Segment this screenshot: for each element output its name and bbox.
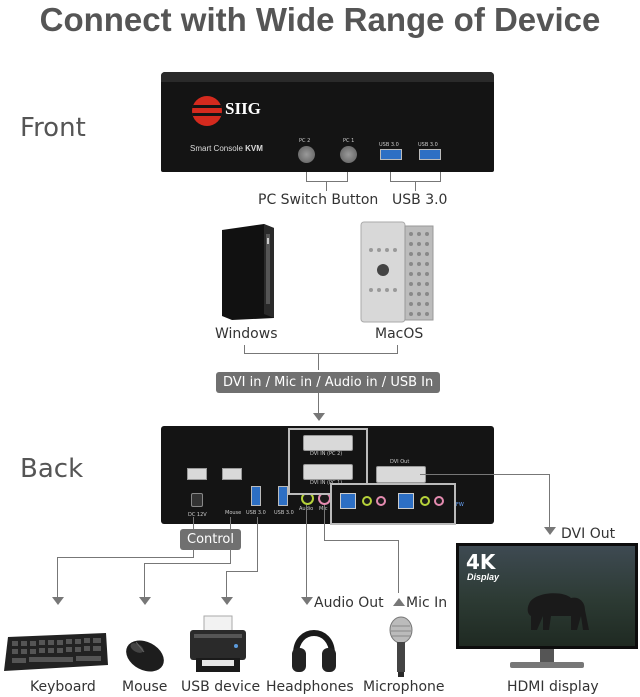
dvi-out-port[interactable] bbox=[376, 466, 426, 483]
elephant-icon bbox=[527, 593, 589, 630]
mic-tag: Mic bbox=[319, 506, 327, 512]
mouse-icon bbox=[122, 634, 168, 676]
arrow-down-icon bbox=[301, 597, 313, 605]
pc1-switch-button[interactable] bbox=[340, 146, 357, 163]
product-name: Smart Console KVM bbox=[190, 144, 263, 153]
dc-power-jack[interactable] bbox=[191, 493, 203, 507]
microphone-label: Microphone bbox=[363, 679, 445, 695]
mac-pro-icon bbox=[357, 220, 437, 326]
pc1-tag: PC 1 bbox=[343, 138, 355, 144]
pc1-usb-b-port[interactable] bbox=[340, 493, 356, 509]
brand-name: SIIG bbox=[225, 99, 261, 118]
back-usb-port-2[interactable] bbox=[278, 486, 288, 506]
macos-label: MacOS bbox=[375, 326, 424, 342]
display-badge-4k: 4K bbox=[466, 550, 496, 574]
keyboard-label: Keyboard bbox=[30, 679, 96, 695]
audio-out-label: Audio Out bbox=[314, 595, 384, 611]
control-pill: Control bbox=[180, 529, 241, 550]
dvi-out-tag: DVI Out bbox=[390, 459, 410, 465]
dvi-in-group: DVI IN (PC 2) DVI IN (PC 1) bbox=[288, 428, 368, 495]
hdmi-display-icon: 4K Display bbox=[456, 543, 638, 671]
display-badge-text: Display bbox=[467, 572, 500, 582]
arrow-down-icon bbox=[313, 413, 325, 421]
back-heading: Back bbox=[20, 454, 84, 484]
usb-tag-1: USB 3.0 bbox=[379, 142, 399, 148]
kvm-front-panel: SIIG Smart Console KVM PC 2 PC 1 USB 3.0… bbox=[161, 72, 494, 172]
windows-label: Windows bbox=[215, 326, 278, 342]
fw-tag: FW bbox=[456, 502, 464, 508]
pc2-tag: PC 2 bbox=[299, 138, 311, 144]
usb-device-label: USB device bbox=[181, 679, 261, 695]
page-title: Connect with Wide Range of Device bbox=[39, 1, 601, 38]
dvi-in-pc2-port[interactable] bbox=[303, 435, 353, 451]
back-usb-port-1[interactable] bbox=[251, 486, 261, 506]
pc-input-ports-group bbox=[330, 483, 456, 525]
keyboard-icon bbox=[2, 631, 110, 673]
dvi-in-pc1-tag: DVI IN (PC 1) bbox=[310, 480, 343, 486]
back-usb-tag-1: USB 3.0 bbox=[246, 510, 266, 516]
front-heading: Front bbox=[20, 113, 86, 143]
dvi-in-pc2-tag: DVI IN (PC 2) bbox=[310, 451, 343, 457]
mic-in-label: Mic In bbox=[406, 595, 448, 611]
arrow-down-icon bbox=[221, 597, 233, 605]
headphones-icon bbox=[290, 620, 338, 676]
keyboard-usb-port[interactable] bbox=[187, 468, 207, 480]
display-screen: 4K Display bbox=[456, 543, 638, 649]
microphone-icon bbox=[386, 616, 416, 678]
mouse-usb-port[interactable] bbox=[222, 468, 242, 480]
product-bold: KVM bbox=[245, 144, 263, 153]
pc2-mic-jack[interactable] bbox=[434, 496, 444, 506]
pc2-switch-button[interactable] bbox=[298, 146, 315, 163]
pc2-audio-jack[interactable] bbox=[420, 496, 430, 506]
headphones-label: Headphones bbox=[266, 679, 354, 695]
siig-logo-icon bbox=[192, 96, 222, 126]
inputs-pill: DVI in / Mic in / Audio in / USB In bbox=[216, 372, 441, 393]
pc-switch-button-label: PC Switch Button bbox=[258, 192, 379, 208]
front-usb-port-1[interactable] bbox=[380, 149, 402, 160]
arrow-down-icon bbox=[139, 597, 151, 605]
pc1-audio-jack[interactable] bbox=[362, 496, 372, 506]
hdmi-display-label: HDMI display bbox=[507, 679, 599, 695]
dc-tag: DC 12V bbox=[188, 512, 207, 518]
dvi-in-pc1-port[interactable] bbox=[303, 464, 353, 480]
pc1-mic-jack[interactable] bbox=[376, 496, 386, 506]
product-prefix: Smart Console bbox=[190, 144, 243, 153]
mouse-tag: Mouse bbox=[225, 510, 242, 516]
front-usb-port-2[interactable] bbox=[419, 149, 441, 160]
mouse-label: Mouse bbox=[122, 679, 168, 695]
dvi-out-label: DVI Out bbox=[561, 526, 616, 542]
arrow-down-icon bbox=[544, 527, 556, 535]
arrow-down-icon bbox=[52, 597, 64, 605]
printer-icon bbox=[186, 614, 250, 676]
pc2-usb-b-port[interactable] bbox=[398, 493, 414, 509]
arrow-up-icon bbox=[393, 598, 405, 606]
usb-tag-2: USB 3.0 bbox=[418, 142, 438, 148]
back-usb-tag-2: USB 3.0 bbox=[274, 510, 294, 516]
usb-label: USB 3.0 bbox=[392, 192, 448, 208]
windows-pc-icon bbox=[212, 222, 280, 322]
